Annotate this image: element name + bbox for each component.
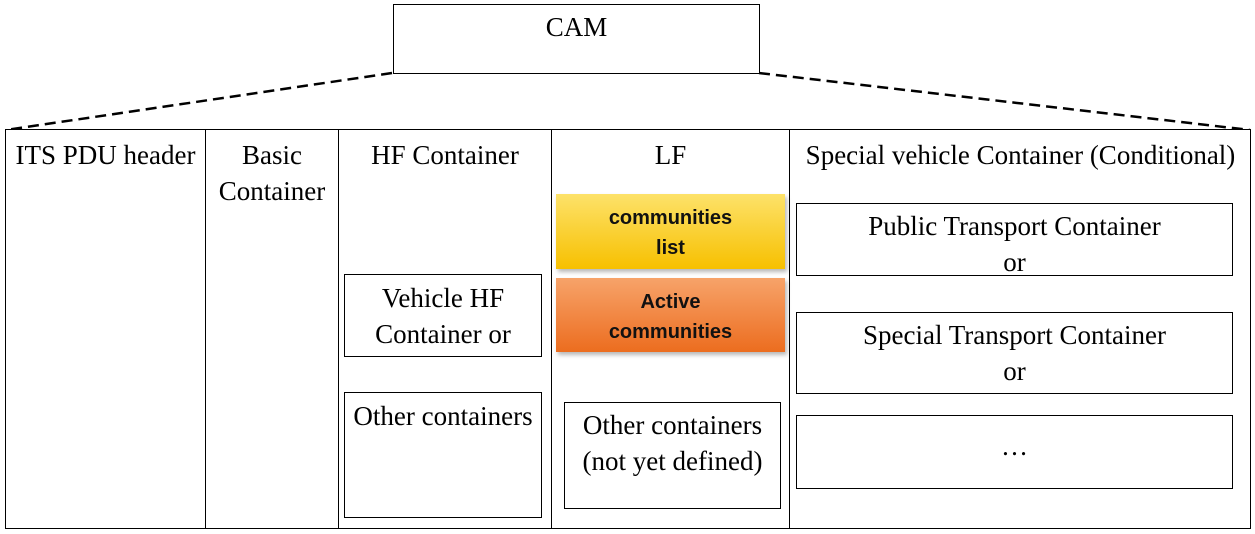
hf-other-containers-box: Other containers bbox=[344, 392, 542, 518]
lf-other-containers-label: Other containers (not yet defined) bbox=[582, 410, 763, 476]
active-communities-box: Active communities bbox=[556, 278, 785, 352]
communities-list-box: communities list bbox=[556, 194, 785, 269]
column-lf bbox=[551, 130, 790, 529]
more-containers-box: … bbox=[796, 415, 1233, 489]
vehicle-hf-container-box: Vehicle HF Container or bbox=[344, 274, 542, 357]
cam-box: CAM bbox=[393, 4, 760, 74]
cam-label: CAM bbox=[545, 12, 608, 42]
hf-container-label: HF Container bbox=[371, 140, 519, 170]
special-transport-container-label: Special Transport Container or bbox=[863, 320, 1166, 386]
right-dashed-line bbox=[758, 71, 1251, 132]
public-transport-container-label: Public Transport Container or bbox=[868, 211, 1161, 273]
lf-container-label: LF bbox=[654, 140, 687, 170]
column-hf-container bbox=[338, 130, 552, 529]
hf-other-containers-label: Other containers bbox=[353, 401, 533, 431]
special-vehicle-container-label: Special vehicle Container (Conditional) bbox=[805, 140, 1236, 170]
left-dashed-line bbox=[5, 71, 393, 132]
basic-container-label: Basic Container bbox=[218, 140, 326, 206]
its-pdu-header-label: ITS PDU header bbox=[15, 140, 196, 170]
vehicle-hf-container-label: Vehicle HF Container or bbox=[375, 283, 511, 349]
more-containers-ellipsis: … bbox=[1001, 431, 1028, 461]
special-transport-container-box: Special Transport Container or bbox=[796, 312, 1233, 394]
public-transport-container-box: Public Transport Container or bbox=[796, 203, 1233, 276]
column-basic-container bbox=[205, 130, 339, 529]
lf-other-containers-box: Other containers (not yet defined) bbox=[564, 402, 781, 509]
column-its-pdu-header bbox=[5, 130, 206, 529]
